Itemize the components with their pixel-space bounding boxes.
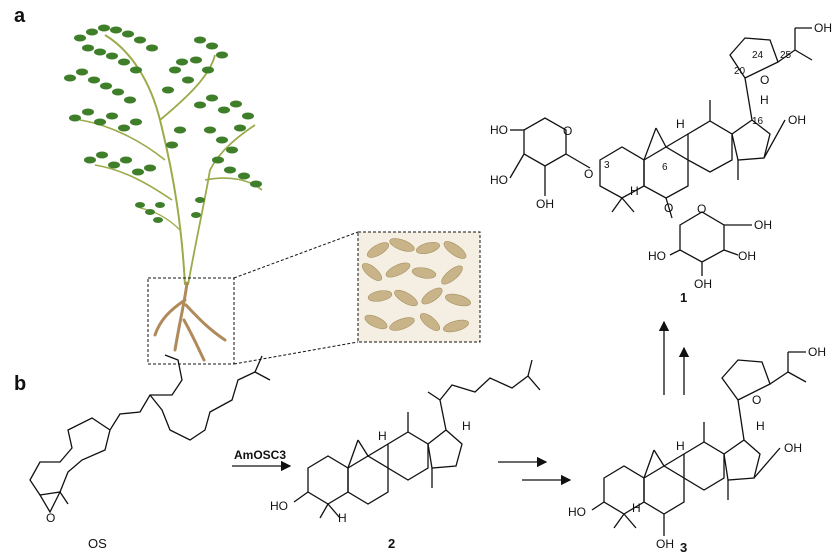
atom-label: OH bbox=[656, 537, 674, 551]
atom-label: H bbox=[676, 439, 685, 453]
atom-label: OH bbox=[808, 345, 826, 359]
atom-label: OH bbox=[784, 441, 802, 455]
compound-os-label: OS bbox=[88, 536, 107, 551]
atom-label: O bbox=[563, 124, 572, 138]
atom-label: H bbox=[676, 117, 685, 131]
panel-label-a: a bbox=[14, 5, 26, 27]
carbon-number: 6 bbox=[662, 162, 668, 173]
atom-label: H bbox=[760, 93, 769, 107]
compound-os-structure: O OS bbox=[29, 354, 271, 551]
carbon-number: 25 bbox=[780, 50, 792, 61]
compound-2-structure: HO H H H 2 bbox=[270, 359, 541, 551]
compound-1-structure: HO HO OH O O O O OH HO OH OH O OH OH H H… bbox=[490, 21, 832, 305]
atom-label: HO bbox=[490, 173, 508, 187]
carbon-number: 20 bbox=[734, 66, 746, 77]
atom-label: HO bbox=[490, 123, 508, 137]
carbon-number: 3 bbox=[604, 160, 610, 171]
atom-label: O bbox=[752, 393, 761, 407]
atom-label: H bbox=[756, 419, 765, 433]
atom-label: HO bbox=[648, 249, 666, 263]
compound-3-structure: HO OH OH OH O H H H 3 bbox=[568, 345, 826, 555]
atom-label: O bbox=[584, 167, 593, 181]
atom-label: H bbox=[462, 419, 471, 433]
plant-illustration bbox=[64, 24, 481, 365]
atom-label: O bbox=[46, 511, 55, 525]
compound-1-label: 1 bbox=[680, 290, 687, 305]
atom-label: H bbox=[632, 501, 641, 515]
atom-label: HO bbox=[270, 499, 288, 513]
atom-label: HO bbox=[568, 505, 586, 519]
atom-label: H bbox=[338, 511, 347, 525]
atom-label: O bbox=[664, 201, 673, 215]
enzyme-label: AmOSC3 bbox=[234, 448, 286, 462]
atom-label: OH bbox=[754, 218, 772, 232]
atom-label: H bbox=[630, 184, 639, 198]
atom-label: OH bbox=[788, 113, 806, 127]
atom-label: O bbox=[697, 202, 706, 216]
carbon-number: 24 bbox=[752, 50, 764, 61]
compound-2-label: 2 bbox=[388, 536, 395, 551]
atom-label: OH bbox=[536, 197, 554, 211]
carbon-number: 16 bbox=[752, 116, 764, 127]
compound-3-label: 3 bbox=[680, 540, 687, 555]
panel-label-b: b bbox=[14, 373, 26, 395]
atom-label: H bbox=[378, 429, 387, 443]
atom-label: O bbox=[760, 73, 769, 87]
atom-label: OH bbox=[694, 277, 712, 291]
atom-label: OH bbox=[814, 21, 832, 35]
atom-label: OH bbox=[738, 249, 756, 263]
